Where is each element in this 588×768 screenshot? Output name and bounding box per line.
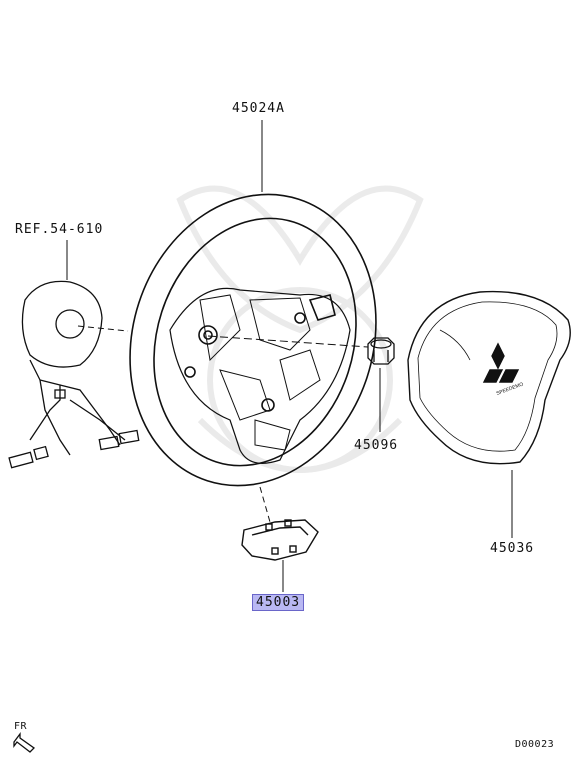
diagram-code: D00023 [515,739,555,750]
leader-lines [66,120,513,592]
dash-center-line [77,325,129,332]
direction-label: FR [14,721,28,732]
steering-wheel-45024A [129,193,377,487]
front-arrow-icon [13,732,36,753]
watermark-logo [176,185,424,473]
airbag-emblem-text: SPEEDEMO [496,382,525,397]
dash-cover-line [259,486,271,523]
nut-45096 [367,337,395,365]
dash-axis-line [207,335,369,348]
mitsubishi-logo [491,342,505,370]
airbag-module-45036 [407,290,571,465]
label-nut: 45096 [354,438,399,453]
label-steering-wheel: 45024A [232,101,285,116]
label-airbag-module: 45036 [490,541,535,556]
label-clock-spring-ref: REF.54-610 [15,222,104,237]
label-lower-cover[interactable]: 45003 [252,594,305,611]
clock-spring-assembly [8,280,140,469]
lower-cover-45003 [241,519,319,561]
